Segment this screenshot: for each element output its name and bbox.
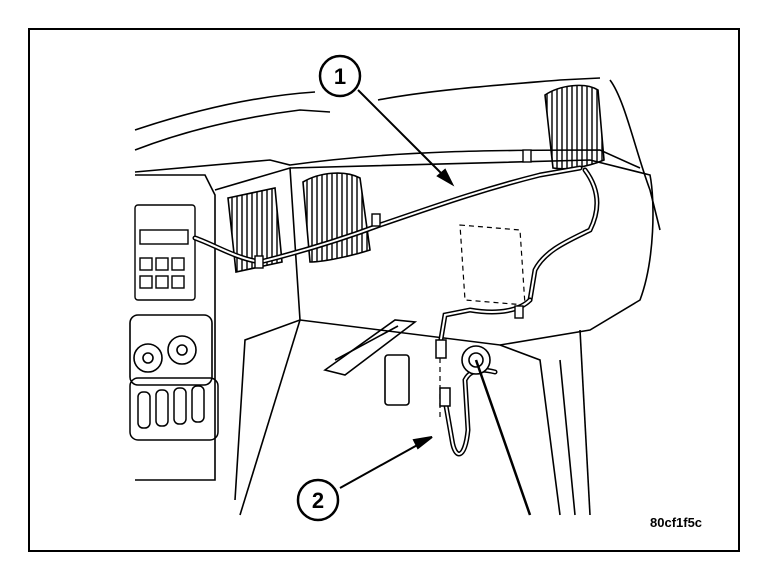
middle-vent — [302, 172, 371, 263]
callout-1: 1 — [318, 54, 362, 98]
callout-2: 2 — [296, 478, 340, 522]
switch-row — [129, 377, 219, 441]
leader-lines — [339, 89, 532, 516]
cable-connector-upper — [435, 339, 447, 359]
antenna-cable — [192, 165, 600, 348]
callout-2-label: 2 — [312, 488, 324, 513]
callout-1-label: 1 — [334, 64, 346, 89]
dash-face — [135, 159, 654, 516]
center-vent — [227, 187, 283, 273]
glovebox-handle — [323, 319, 418, 376]
figure-code: 80cf1f5c — [650, 515, 703, 530]
glovebox-opening — [439, 224, 526, 420]
right-vent — [544, 84, 605, 170]
lower-cable — [442, 367, 498, 457]
cable-clips — [254, 149, 532, 319]
radio-panel — [134, 204, 196, 301]
cable-connector-lower — [439, 387, 451, 407]
hvac-knobs — [129, 314, 213, 386]
antenna-module — [384, 354, 410, 406]
